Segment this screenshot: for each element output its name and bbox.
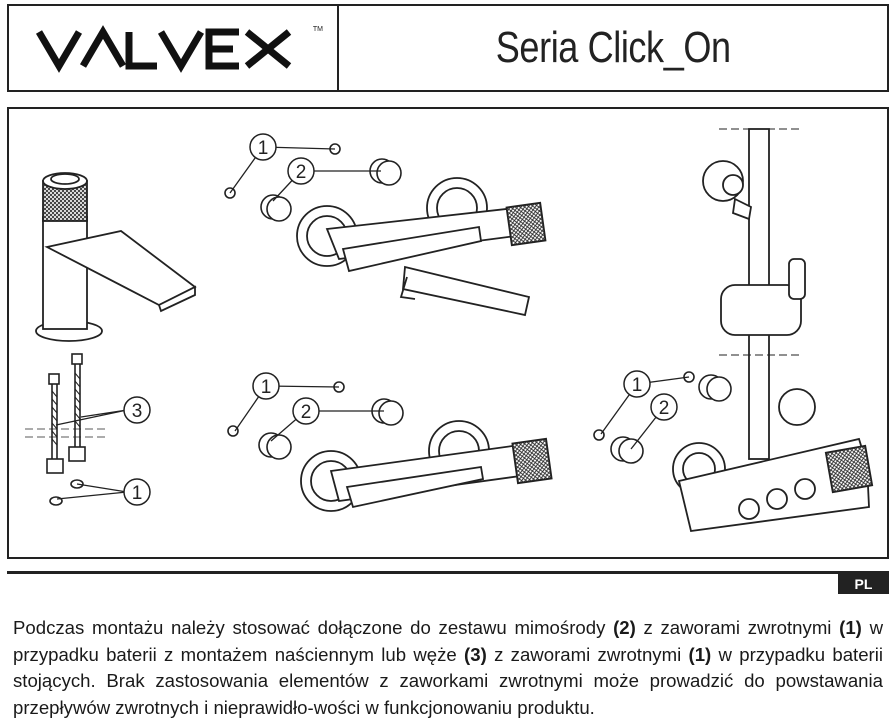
- leader-lines: [55, 146, 690, 500]
- flexible-hoses: [25, 353, 109, 506]
- instr-ref-1a: (1): [839, 617, 862, 638]
- title-cell: Seria Click_On: [339, 6, 887, 90]
- instr-part-5: w przypadku baterii stojących. Brak zast…: [13, 643, 883, 718]
- fittings: [224, 143, 732, 464]
- instr-ref-2: (2): [613, 617, 636, 638]
- callout-2-wall-top: 2: [296, 162, 307, 183]
- logo-cell: TM: [9, 6, 339, 90]
- diagram-svg: 1 2 1 2 1 2 3 1: [25, 128, 874, 533]
- callout-2-shower: 2: [659, 398, 670, 419]
- instr-ref-3: (3): [464, 643, 487, 665]
- instr-part-1: Podczas montażu należy stosować dołączon…: [13, 617, 614, 638]
- wall-mixer-bottom: [300, 420, 553, 512]
- instr-part-2: z zaworami zwrotnymi: [635, 617, 840, 638]
- shower-column: [672, 128, 874, 533]
- callouts: 1 2 1 2 1 2 3 1: [123, 133, 678, 506]
- instr-part-4: z zaworami zwrotnymi: [486, 643, 689, 665]
- instr-part-3: w przypadku baterii z montażem naścienny…: [13, 617, 884, 665]
- callout-1-wall-bottom: 1: [261, 377, 272, 398]
- header: TM Seria Click_On: [7, 4, 889, 92]
- callout-1-shower: 1: [632, 375, 643, 396]
- valvex-logo: [35, 25, 292, 73]
- trademark-mark: TM: [312, 26, 323, 33]
- wall-mixer-top: [296, 177, 547, 317]
- instructions-paragraph: Podczas montażu należy stosować dołączon…: [13, 615, 883, 721]
- language-badge: PL: [838, 574, 889, 594]
- installation-diagram: 1 2 1 2 1 2 3 1: [7, 107, 889, 559]
- section-divider: [7, 571, 889, 574]
- page-title: Seria Click_On: [495, 23, 731, 72]
- callout-1-wall-top: 1: [258, 138, 269, 159]
- callout-3-faucet: 3: [132, 401, 143, 422]
- callout-2-wall-bottom: 2: [301, 402, 312, 423]
- instr-ref-1b: (1): [688, 643, 712, 665]
- basin-faucet: [35, 172, 197, 342]
- callout-1-faucet: 1: [132, 483, 143, 504]
